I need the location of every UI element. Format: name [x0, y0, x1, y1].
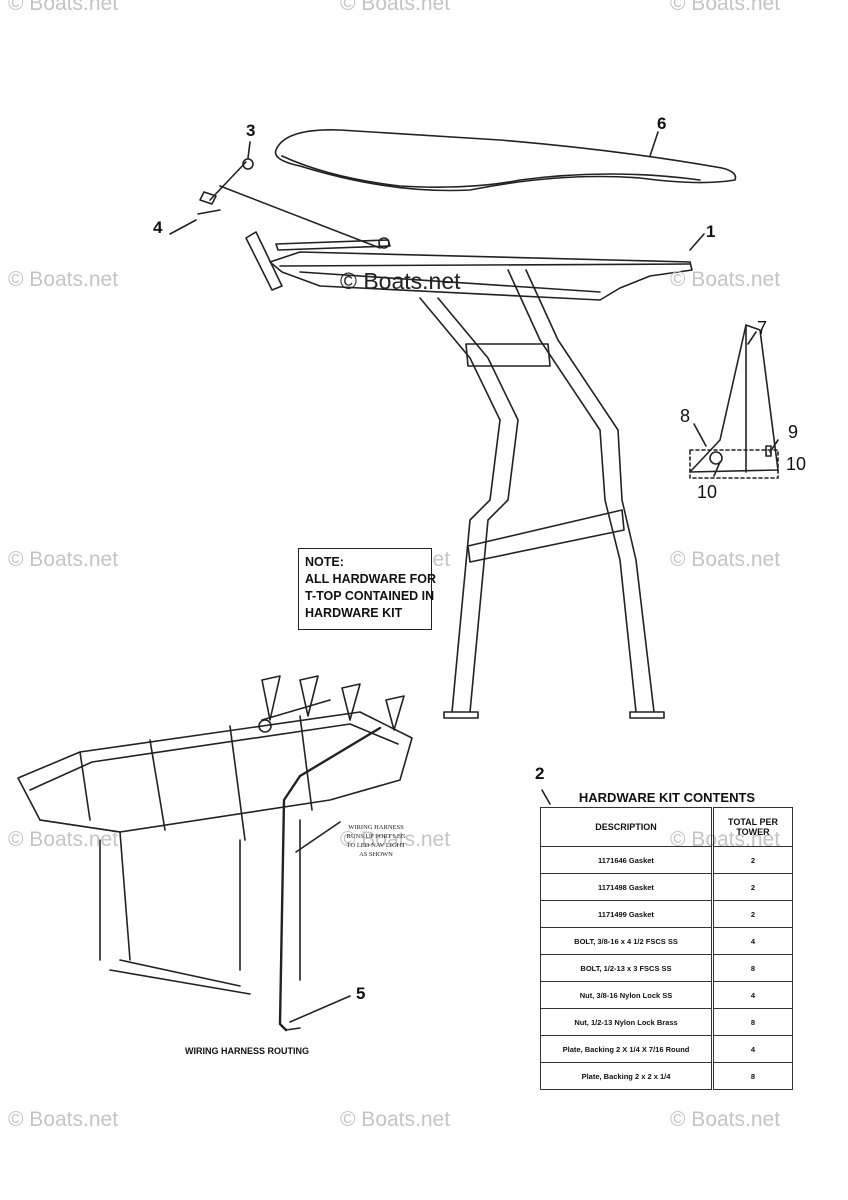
table-row: 1171646 Gasket 2 [540, 846, 793, 874]
table-row: 1171499 Gasket 2 [540, 900, 793, 928]
watermark: © Boats.net [340, 1108, 451, 1131]
note-line: HARDWARE KIT [305, 606, 403, 620]
row-total: 4 [712, 927, 793, 955]
watermark: © Boats.net [8, 0, 119, 15]
callout-9: 9 [788, 422, 799, 442]
row-description: 1171646 Gasket [540, 846, 714, 874]
row-description: Plate, Backing 2 X 1/4 X 7/16 Round [540, 1035, 714, 1063]
row-description: Nut, 1/2-13 Nylon Lock Brass [540, 1008, 714, 1036]
table-row: BOLT, 1/2-13 x 3 FSCS SS 8 [540, 954, 793, 982]
row-description: Nut, 3/8-16 Nylon Lock SS [540, 981, 714, 1009]
callout-10: 10 [697, 482, 718, 502]
table-row: Plate, Backing 2 X 1/4 X 7/16 Round 4 [540, 1035, 793, 1063]
hardware-kit-table: DESCRIPTION TOTAL PER TOWER 1171646 Gask… [540, 807, 793, 1090]
hardware-kit-title: HARDWARE KIT CONTENTS [578, 790, 756, 805]
tower-legs [419, 269, 665, 719]
callout-4: 4 [153, 218, 163, 237]
nav-light-parts [197, 158, 391, 291]
table-header-row: DESCRIPTION TOTAL PER TOWER [540, 807, 793, 847]
callout-1: 1 [706, 222, 716, 241]
watermark: © Boats.net [340, 828, 451, 851]
note-line: ALL HARDWARE FOR [305, 572, 437, 586]
row-description: 1171498 Gasket [540, 873, 714, 901]
table-row: 1171498 Gasket 2 [540, 873, 793, 901]
leader-lines [169, 131, 779, 1023]
watermark: © Boats.net [8, 548, 119, 571]
wiring-note-line: AS SHOWN [359, 851, 393, 858]
watermark: © Boats.net [340, 0, 451, 15]
table-row: Nut, 1/2-13 Nylon Lock Brass 8 [540, 1008, 793, 1036]
wiring-harness-note: WIRING HARNESS RUNS UP PORT LEG TO LED N… [334, 823, 418, 859]
watermark: © Boats.net [670, 268, 781, 291]
table-row: Plate, Backing 2 x 2 x 1/4 8 [540, 1062, 793, 1090]
row-total: 4 [712, 981, 793, 1009]
gasket-detail [689, 324, 779, 479]
row-total: 2 [712, 846, 793, 874]
row-total: 8 [712, 1008, 793, 1036]
watermark: © Boats.net [8, 268, 119, 291]
note-line: T-TOP CONTAINED IN [305, 589, 435, 603]
callout-5: 5 [356, 984, 366, 1003]
callout-8: 8 [680, 406, 691, 426]
row-total: 2 [712, 873, 793, 901]
total-header: TOTAL PER TOWER [712, 807, 793, 847]
table-row: Nut, 3/8-16 Nylon Lock SS 4 [540, 981, 793, 1009]
wiring-harness-drawing [17, 675, 413, 1032]
row-total: 2 [712, 900, 793, 928]
row-description: Plate, Backing 2 x 2 x 1/4 [540, 1062, 714, 1090]
callout-2: 2 [535, 764, 545, 783]
hardware-note: NOTE: ALL HARDWARE FOR T-TOP CONTAINED I… [298, 548, 437, 630]
watermark: © Boats.net [340, 268, 461, 294]
row-description: 1171499 Gasket [540, 900, 714, 928]
callout-7: 7 [757, 318, 768, 338]
row-description: BOLT, 3/8-16 x 4 1/2 FSCS SS [540, 927, 714, 955]
wiring-note-line: WIRING HARNESS [348, 824, 404, 831]
callout-3: 3 [246, 121, 256, 140]
row-description: BOLT, 1/2-13 x 3 FSCS SS [540, 954, 714, 982]
canopy-drawing [274, 129, 737, 192]
watermark: © Boats.net [8, 828, 119, 851]
table-row: BOLT, 3/8-16 x 4 1/2 FSCS SS 4 [540, 927, 793, 955]
watermark: © Boats.net [670, 548, 781, 571]
row-total: 4 [712, 1035, 793, 1063]
wiring-harness-title: WIRING HARNESS ROUTING [184, 1046, 309, 1056]
watermark: © Boats.net [670, 1108, 781, 1131]
row-total: 8 [712, 1062, 793, 1090]
watermark: © Boats.net [8, 1108, 119, 1131]
description-header: DESCRIPTION [540, 807, 714, 847]
callout-6: 6 [657, 114, 667, 133]
row-total: 8 [712, 954, 793, 982]
wiring-note-line: RUNS UP PORT LEG [346, 833, 406, 840]
wiring-note-line: TO LED NAV LIGHT [346, 842, 406, 849]
watermark: © Boats.net [670, 0, 781, 15]
note-line: NOTE: [305, 555, 344, 569]
callout-10: 10 [786, 454, 807, 474]
tower-frame-top [269, 251, 693, 301]
